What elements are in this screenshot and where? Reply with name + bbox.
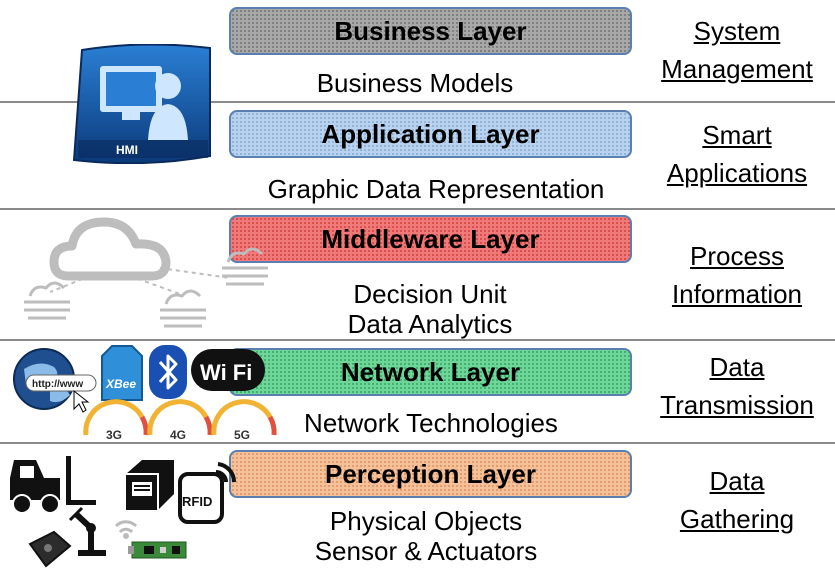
network-layer-box: Network Layer: [229, 348, 632, 396]
wireless-signal-icon: [112, 510, 140, 540]
business-side-label: System Management: [661, 16, 813, 84]
gauge-label-3g: 3G: [106, 428, 122, 442]
bluetooth-icon: [148, 344, 188, 400]
forklift-icon: [6, 452, 98, 516]
network-desc: Network Technologies: [304, 408, 558, 438]
rfid-icon: RFID: [176, 460, 242, 526]
middleware-side-label: Process Information: [671, 241, 803, 309]
printer-icon: [116, 458, 176, 514]
xbee-label: XBee: [105, 377, 136, 391]
globe-label: http://www: [32, 379, 83, 390]
perception-layer-box: Perception Layer: [229, 450, 632, 498]
hmi-label: HMI: [116, 143, 138, 157]
middleware-desc: Decision Unit Data Analytics: [347, 279, 513, 339]
gauge-label-5g: 5G: [234, 428, 250, 442]
middleware-layer-box: Middleware Layer: [229, 215, 632, 263]
speed-gauge-icon: 3G 4G 5G: [80, 395, 280, 443]
circuit-board-icon: [128, 538, 190, 562]
application-layer-box: Application Layer: [229, 110, 632, 158]
hmi-icon: HMI: [70, 43, 218, 165]
wifi-label: Wi Fi: [200, 360, 252, 385]
perception-side-label: Data Gathering: [679, 466, 795, 534]
sensor-device-icon: [24, 528, 72, 570]
separator-line: [0, 101, 835, 103]
separator-line: [0, 339, 835, 341]
rfid-label: RFID: [182, 494, 212, 509]
separator-line: [0, 208, 835, 210]
separator-line: [0, 442, 835, 444]
business-layer-box: Business Layer: [229, 7, 632, 55]
application-desc: Graphic Data Representation: [267, 174, 605, 204]
application-side-label: Smart Applications: [666, 120, 808, 188]
cloud-icon: [20, 200, 280, 335]
perception-desc: Physical Objects Sensor & Actuators: [314, 506, 538, 566]
network-side-label: Data Transmission: [660, 352, 814, 420]
xbee-icon: XBee: [98, 344, 146, 402]
globe-icon: http://www: [10, 345, 102, 413]
business-desc: Business Models: [316, 68, 514, 98]
robot-arm-icon: [68, 506, 116, 558]
wifi-icon: Wi Fi: [190, 348, 270, 396]
gauge-label-4g: 4G: [170, 428, 186, 442]
